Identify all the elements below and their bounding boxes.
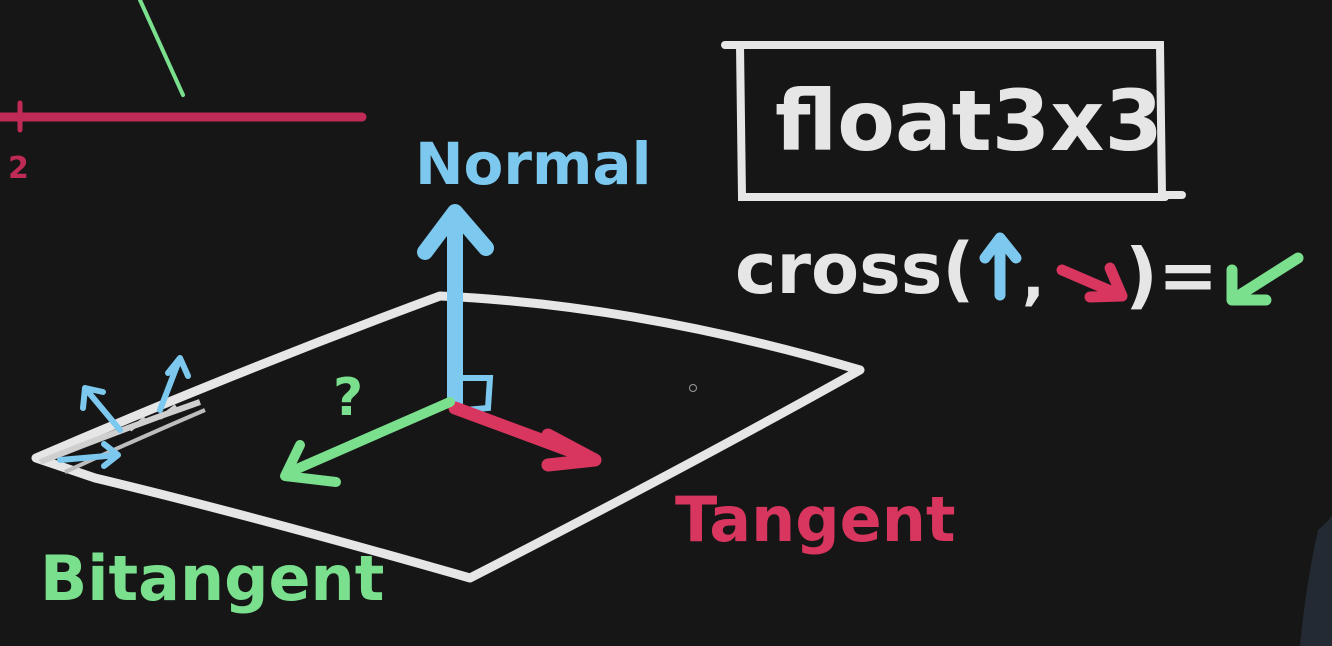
axis-tick-label: 2 xyxy=(8,151,29,186)
cross-equation: cross( , )= xyxy=(735,228,1304,317)
partial-axis: 2 xyxy=(0,0,367,186)
surface-edge-inner xyxy=(64,408,206,474)
cross-suffix: )= xyxy=(1125,233,1218,317)
local-normal-arrow-a xyxy=(80,385,123,433)
local-tangent-arrow xyxy=(57,441,121,469)
tangent-vector xyxy=(448,401,602,472)
right-angle-marker xyxy=(462,375,494,413)
cross-normal-arrow-icon xyxy=(979,232,1022,301)
bitangent-vector xyxy=(280,397,455,487)
surface-outline xyxy=(31,291,865,583)
bitangent-arrow-head xyxy=(280,440,341,487)
local-normal-arrow-b xyxy=(157,355,191,413)
float3x3-label: float3x3 xyxy=(775,72,1163,170)
normal-arrow-head xyxy=(417,204,494,260)
cross-prefix: cross( xyxy=(735,228,974,310)
partial-green-line xyxy=(138,0,185,97)
cross-tangent-arrow-icon xyxy=(1056,262,1128,303)
cursor-indicator xyxy=(689,384,697,392)
surface-edge-ticks xyxy=(128,404,178,432)
bitangent-label: Bitangent xyxy=(40,542,384,615)
presenter-silhouette xyxy=(1300,515,1332,646)
cross-bitangent-arrow-icon xyxy=(1226,252,1304,306)
tangent-arrow-head xyxy=(541,428,602,472)
surface-plane xyxy=(31,291,865,583)
tangent-label: Tangent xyxy=(675,483,955,556)
normal-vector xyxy=(417,204,494,413)
local-frame-arrows xyxy=(57,355,191,469)
bitangent-arrow-shaft xyxy=(285,397,455,477)
normal-label: Normal xyxy=(415,130,651,198)
cross-comma: , xyxy=(1022,243,1045,313)
float3x3-box: float3x3 xyxy=(721,41,1186,201)
question-mark-label: ? xyxy=(333,368,363,428)
float3x3-box-outline xyxy=(721,41,1186,201)
